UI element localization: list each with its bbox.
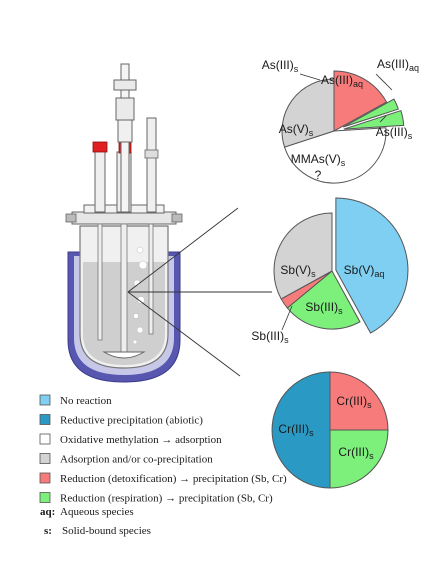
port-tall-fitting-1 [113, 79, 137, 91]
slice-label: MMAs(V)s? [291, 152, 346, 182]
legend-swatch [39, 472, 51, 484]
dip-tube-2 [120, 223, 128, 353]
reactor-clamp-left [65, 213, 77, 223]
slice-label: Sb(V)s [280, 263, 316, 279]
callout-line-cr [127, 291, 241, 377]
slice-label: As(III)s [262, 58, 299, 74]
slice-label-phase: s [284, 335, 289, 345]
pie-slice [273, 212, 333, 300]
legend-label: Reductive precipitation (abiotic) [60, 415, 203, 427]
legend-swatch [39, 414, 51, 425]
abbreviation-key-label: s: [44, 525, 52, 537]
slice-leader-line [379, 115, 387, 123]
slice-label-species: As(V) [279, 122, 309, 136]
pie-slice [333, 70, 388, 132]
reactor-lid [71, 211, 177, 225]
port-left-tube [94, 147, 106, 213]
stir-bar [102, 351, 146, 359]
pie-slice [283, 127, 387, 184]
chromium-pie-chart: Cr(III)sCr(III)sCr(III)s [271, 371, 389, 489]
slice-label: As(V)s [279, 122, 314, 138]
port-right-cap [144, 149, 159, 159]
slice-label-phase: s [338, 306, 343, 316]
pie-slice [343, 109, 405, 130]
dip-tube-3 [148, 223, 154, 335]
slice-label-species: Sb(V) [280, 263, 311, 277]
slice-label-species: As(III) [321, 73, 353, 87]
slice-label: Sb(V)aq [344, 263, 385, 279]
slice-label-note: ? [315, 168, 322, 182]
dip-tube-1 [97, 223, 103, 341]
slice-label: Sb(III)s [305, 300, 343, 316]
port-tall-fitting-3 [117, 119, 133, 143]
gas-bubbles [132, 246, 148, 345]
pie-slice [342, 98, 399, 128]
slice-label: As(III)s [376, 125, 413, 141]
slice-label: As(III)aq [377, 57, 419, 73]
slice-label-phase: s [311, 269, 316, 279]
reactor-clamp-right [171, 213, 183, 223]
slice-label-phase: s [369, 451, 374, 461]
slice-label-species: Sb(III) [305, 300, 338, 314]
legend-label: No reaction [60, 395, 112, 407]
slice-label-species: Sb(V) [344, 263, 375, 277]
bioreactor-illustration [65, 63, 183, 383]
callout-lines [127, 207, 272, 377]
abbreviation-text: Solid-bound species [62, 525, 151, 537]
pie-slice [329, 371, 389, 431]
port-left-cap [92, 141, 108, 153]
slice-label-phase: aq [409, 63, 419, 73]
slice-label: Cr(III)s [278, 422, 314, 438]
slice-label-phase: s [294, 64, 299, 74]
legend-swatch [39, 492, 51, 503]
slice-label-species: As(III) [262, 58, 294, 72]
pie-slice [335, 197, 409, 334]
slice-label-phase: aq [353, 79, 363, 89]
slice-label-species: Cr(III) [278, 422, 309, 436]
legend-swatch [39, 394, 51, 406]
pie-slice [286, 270, 361, 330]
slice-label-phase: s [367, 400, 372, 410]
legend-label: Oxidative methylation → adsorption [60, 434, 222, 446]
slice-label-species: MMAs(V) [291, 152, 341, 166]
slice-label-phase: s [408, 131, 413, 141]
slice-label-species: Cr(III) [336, 394, 367, 408]
pie-slice [281, 78, 335, 148]
abbreviation-key-label: aq: [40, 506, 55, 518]
legend-label: Reduction (detoxification) → precipitati… [60, 473, 287, 485]
slice-leader-line [281, 305, 293, 331]
callout-line-as [127, 207, 239, 293]
slice-label-species: As(III) [376, 125, 408, 139]
legend-swatch [39, 433, 51, 445]
slice-label: Sb(III)s [251, 329, 289, 345]
slice-label: Cr(III)s [338, 445, 374, 461]
slice-label-species: Cr(III) [338, 445, 369, 459]
port-right-tube [146, 117, 157, 213]
legend-swatch [39, 453, 51, 464]
slice-label-phase: s [309, 128, 314, 138]
legend-label: Adsorption and/or co-precipitation [60, 454, 213, 466]
abbreviation-text: Aqueous species [60, 506, 134, 518]
slice-label-species: Sb(III) [251, 329, 284, 343]
slice-label: Cr(III)s [336, 394, 372, 410]
abbreviation-key: aq: Aqueous species s: Solid-bound species [40, 506, 151, 537]
legend-label: Reduction (respiration) → precipitation … [60, 493, 273, 505]
arsenic-pie-chart: As(III)aqAs(III)aqAs(III)sMMAs(V)s?As(V)… [262, 57, 419, 184]
pie-slice [329, 429, 389, 489]
pie-slice [271, 371, 331, 489]
slice-leader-line [299, 73, 321, 81]
slice-label-phase: s [309, 428, 314, 438]
slice-label-species: As(III) [377, 57, 409, 71]
slice-label-phase: aq [374, 269, 384, 279]
slice-label-phase: s [341, 158, 346, 168]
port-tall-fitting-2 [115, 97, 135, 121]
slice-label: As(III)aq [321, 73, 363, 89]
slice-leader-line [375, 73, 393, 91]
